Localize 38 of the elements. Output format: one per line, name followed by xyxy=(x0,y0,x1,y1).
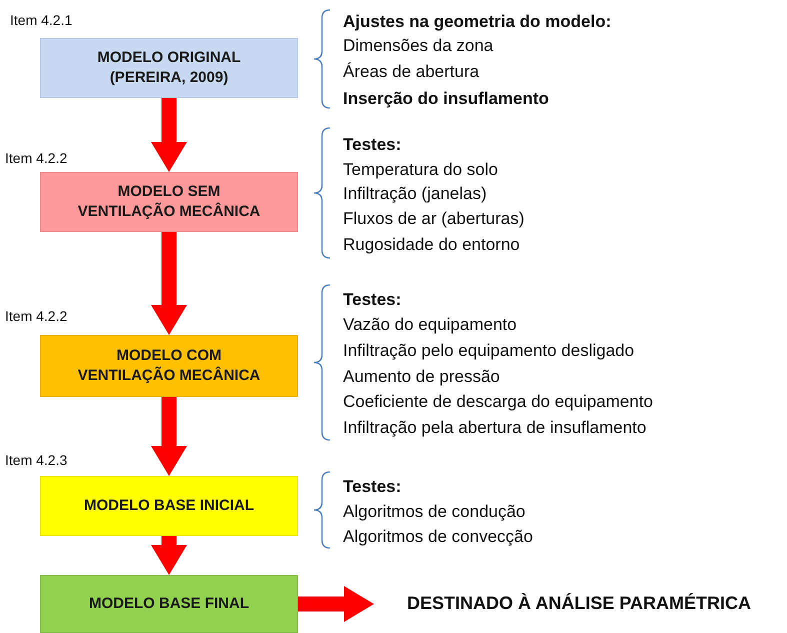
process-box xyxy=(40,335,298,397)
arrow xyxy=(298,586,374,622)
list-item-text: Vazão do equipamento xyxy=(343,315,517,335)
item-label: Item 4.2.2 xyxy=(5,308,68,324)
process-box xyxy=(40,172,298,232)
box-title: MODELO SEM VENTILAÇÃO MECÂNICA xyxy=(76,182,262,222)
list-item-text: Algoritmos de condução xyxy=(343,502,526,522)
process-box xyxy=(40,575,298,633)
item-label: Item 4.2.3 xyxy=(5,452,68,468)
list-item-text: Coeficiente de descarga do equipamento xyxy=(343,392,653,412)
heading-text: Ajustes na geometria do modelo: xyxy=(343,12,612,32)
process-box xyxy=(40,476,298,536)
list-item-text: Infiltração pela abertura de insuflamento xyxy=(343,418,646,438)
arrow xyxy=(151,397,187,476)
box-title: MODELO BASE INICIAL xyxy=(84,496,254,516)
list-item-text: Rugosidade do entorno xyxy=(343,235,520,255)
arrow xyxy=(151,536,187,575)
arrow xyxy=(151,232,187,335)
heading-text: Testes: xyxy=(343,290,402,310)
destination-text: DESTINADO À ANÁLISE PARAMÉTRICA xyxy=(406,592,751,614)
item-label: Item 4.2.1 xyxy=(10,12,72,28)
heading-text: Inserção do insuflamento xyxy=(343,89,549,109)
arrow xyxy=(151,98,187,172)
list-item-text: Fluxos de ar (aberturas) xyxy=(343,209,524,229)
heading-text: Testes: xyxy=(343,135,402,155)
list-item-text: Aumento de pressão xyxy=(343,367,500,387)
box-title: MODELO BASE FINAL xyxy=(89,594,249,614)
item-label: Item 4.2.2 xyxy=(5,150,68,166)
list-item-text: Algoritmos de convecção xyxy=(343,527,533,547)
list-item-text: Temperatura do solo xyxy=(343,160,498,180)
heading-text: Testes: xyxy=(343,477,402,497)
process-box xyxy=(40,38,298,98)
list-item-text: Infiltração pelo equipamento desligado xyxy=(343,341,634,361)
list-item-text: Áreas de abertura xyxy=(343,62,480,82)
list-item-text: Infiltração (janelas) xyxy=(343,184,487,204)
box-title: MODELO COM VENTILAÇÃO MECÂNICA xyxy=(76,346,262,386)
list-item-text: Dimensões da zona xyxy=(343,36,494,56)
box-title: MODELO ORIGINAL (PEREIRA, 2009) xyxy=(96,48,242,88)
